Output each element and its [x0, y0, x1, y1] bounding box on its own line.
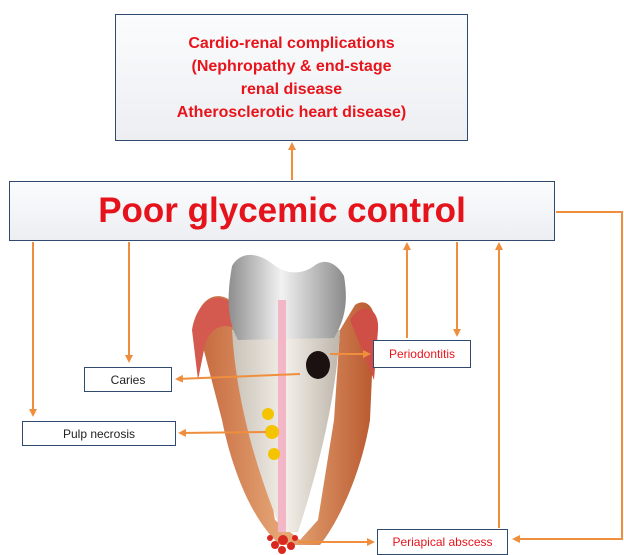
arrow-pulp-to-pulpbox — [180, 432, 266, 433]
caries-box: Caries — [84, 367, 172, 392]
arrow-lesion-to-caries — [177, 374, 300, 379]
cardio-renal-complications-box: Cardio-renal complications (Nephropathy … — [115, 14, 468, 141]
periapical-abscess-label: Periapical abscess — [392, 536, 492, 548]
periodontitis-box: Periodontitis — [373, 340, 471, 368]
arrow-main-to-abscess — [514, 212, 622, 539]
periapical-abscess-box: Periapical abscess — [377, 529, 508, 555]
pulp-necrosis-box: Pulp necrosis — [22, 421, 176, 446]
top-box-line-1: Cardio-renal complications — [188, 32, 394, 55]
top-box-line-2: (Nephropathy & end-stage — [191, 55, 391, 78]
caries-label: Caries — [111, 374, 146, 386]
top-box-line-4: Atherosclerotic heart disease) — [177, 101, 406, 124]
pulp-necrosis-label: Pulp necrosis — [63, 428, 135, 440]
top-box-line-3: renal disease — [241, 78, 342, 101]
poor-glycemic-control-box: Poor glycemic control — [9, 181, 555, 241]
main-box-title: Poor glycemic control — [98, 191, 466, 231]
periodontitis-label: Periodontitis — [389, 348, 455, 360]
